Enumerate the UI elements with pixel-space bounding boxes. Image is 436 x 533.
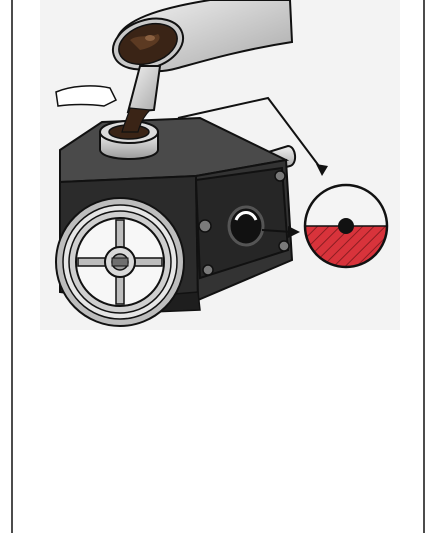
hand-left — [56, 86, 116, 106]
pump-sight-glass — [229, 207, 263, 245]
pulley-icon — [56, 198, 184, 326]
